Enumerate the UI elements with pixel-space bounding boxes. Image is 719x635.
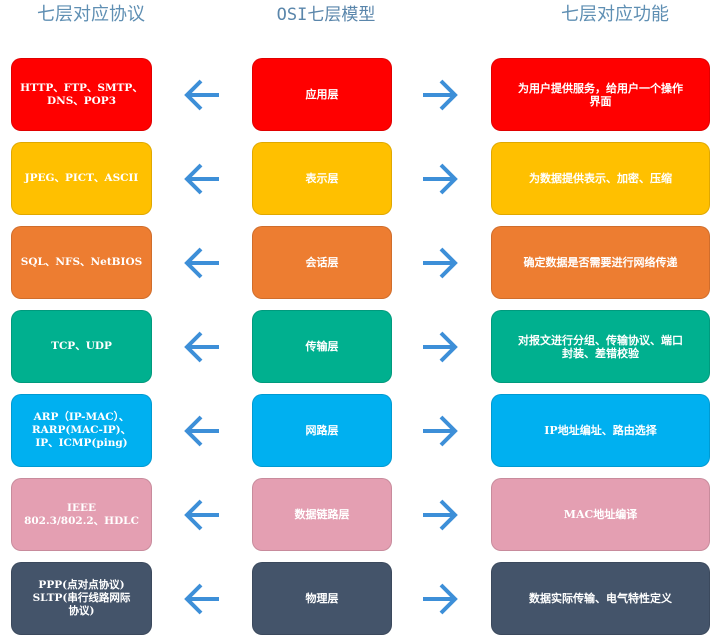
protocols-header: 七层对应协议: [37, 4, 145, 25]
osi-layer-box: 传输层: [252, 310, 392, 383]
right-arrow-icon: [423, 247, 458, 278]
left-arrow-icon: [184, 499, 219, 530]
right-arrow-icon: [423, 331, 458, 362]
protocol-box: PPP(点对点协议) SLTP(串行线路网际 协议): [11, 562, 152, 635]
protocol-box: TCP、UDP: [11, 310, 152, 383]
right-arrow-icon: [423, 415, 458, 446]
left-arrow-icon: [184, 331, 219, 362]
right-arrow-icon: [423, 163, 458, 194]
osi-layer-box: 物理层: [252, 562, 392, 635]
left-arrow-icon: [184, 583, 219, 614]
function-box: 对报文进行分组、传输协议、端口 封装、差错校验: [491, 310, 710, 383]
left-arrow-icon: [184, 163, 219, 194]
osi-layer-box: 网路层: [252, 394, 392, 467]
right-arrow-icon: [423, 79, 458, 110]
right-arrow-icon: [423, 499, 458, 530]
left-arrow-icon: [184, 247, 219, 278]
function-box: 确定数据是否需要进行网络传递: [491, 226, 710, 299]
left-arrow-icon: [184, 415, 219, 446]
osi-layer-box: 表示层: [252, 142, 392, 215]
function-box: IP地址编址、路由选择: [491, 394, 710, 467]
osi-layer-box: 会话层: [252, 226, 392, 299]
functions-header: 七层对应功能: [561, 4, 669, 25]
protocol-box: HTTP、FTP、SMTP、 DNS、POP3: [11, 58, 152, 131]
function-box: 为数据提供表示、加密、压缩: [491, 142, 710, 215]
left-arrow-icon: [184, 79, 219, 110]
function-box: 为用户提供服务，给用户一个操作 界面: [491, 58, 710, 131]
protocol-box: ARP（IP-MAC）、 RARP(MAC-IP)、 IP、ICMP(ping): [11, 394, 152, 467]
protocol-box: JPEG、PICT、ASCII: [11, 142, 152, 215]
function-box: MAC地址编译: [491, 478, 710, 551]
function-box: 数据实际传输、电气特性定义: [491, 562, 710, 635]
protocol-box: SQL、NFS、NetBIOS: [11, 226, 152, 299]
right-arrow-icon: [423, 583, 458, 614]
protocol-box: IEEE 802.3/802.2、HDLC: [11, 478, 152, 551]
osi-model-header: OSI七层模型: [276, 5, 376, 25]
osi-layer-box: 数据链路层: [252, 478, 392, 551]
osi-layer-box: 应用层: [252, 58, 392, 131]
